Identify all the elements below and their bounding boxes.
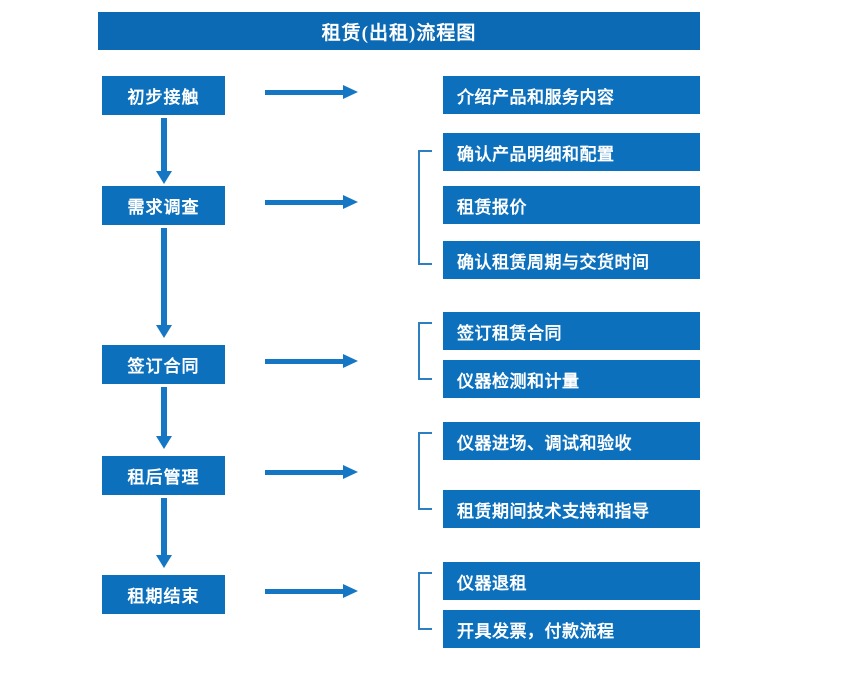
flowchart-title: 租赁(出租)流程图: [98, 12, 700, 50]
arrow-head: [343, 584, 358, 598]
detail-box-confirm-product-details[interactable]: 确认产品明细和配置: [443, 133, 700, 171]
arrow-stem: [265, 359, 345, 364]
arrow-right-lease-end: [265, 584, 358, 598]
bracket-sign-contract-group: [418, 322, 432, 380]
bracket-needs-survey-group: [418, 150, 432, 265]
arrow-head: [156, 436, 172, 449]
arrow-down-contact-to-survey: [156, 118, 172, 184]
arrow-stem: [265, 200, 345, 205]
stage-box-needs-survey[interactable]: 需求调查: [102, 186, 225, 225]
detail-box-instrument-return[interactable]: 仪器退租: [443, 562, 700, 600]
bracket-post-lease-group: [418, 432, 432, 510]
arrow-head: [343, 195, 358, 209]
detail-box-introduce-products[interactable]: 介绍产品和服务内容: [443, 76, 700, 114]
arrow-right-post-lease-management: [265, 465, 358, 479]
arrow-stem: [161, 228, 167, 325]
detail-box-sign-lease-contract[interactable]: 签订租赁合同: [443, 312, 700, 350]
arrow-down-survey-to-contract: [156, 228, 172, 338]
stage-box-sign-contract[interactable]: 签订合同: [102, 345, 225, 384]
detail-box-instrument-entry-commissioning[interactable]: 仪器进场、调试和验收: [443, 422, 700, 460]
stage-box-lease-end[interactable]: 租期结束: [102, 575, 225, 614]
arrow-head: [156, 171, 172, 184]
detail-box-invoice-payment[interactable]: 开具发票，付款流程: [443, 610, 700, 648]
arrow-stem: [161, 118, 167, 171]
arrow-down-management-to-lease-end: [156, 498, 172, 568]
arrow-head: [343, 354, 358, 368]
arrow-stem: [265, 589, 345, 594]
arrow-stem: [161, 498, 167, 555]
arrow-stem: [161, 387, 167, 436]
arrow-down-contract-to-management: [156, 387, 172, 449]
arrow-stem: [265, 90, 345, 95]
arrow-right-needs-survey: [265, 195, 358, 209]
detail-box-instrument-inspection[interactable]: 仪器检测和计量: [443, 360, 700, 398]
arrow-head: [156, 555, 172, 568]
arrow-right-sign-contract: [265, 354, 358, 368]
detail-box-technical-support[interactable]: 租赁期间技术支持和指导: [443, 490, 700, 528]
stage-box-initial-contact[interactable]: 初步接触: [102, 76, 225, 115]
arrow-head: [343, 85, 358, 99]
arrow-head: [343, 465, 358, 479]
detail-box-lease-quotation[interactable]: 租赁报价: [443, 186, 700, 224]
stage-box-post-lease-management[interactable]: 租后管理: [102, 456, 225, 495]
arrow-right-initial-contact: [265, 85, 358, 99]
arrow-stem: [265, 470, 345, 475]
bracket-lease-end-group: [418, 572, 432, 630]
arrow-head: [156, 325, 172, 338]
detail-box-confirm-lease-period[interactable]: 确认租赁周期与交货时间: [443, 241, 700, 279]
